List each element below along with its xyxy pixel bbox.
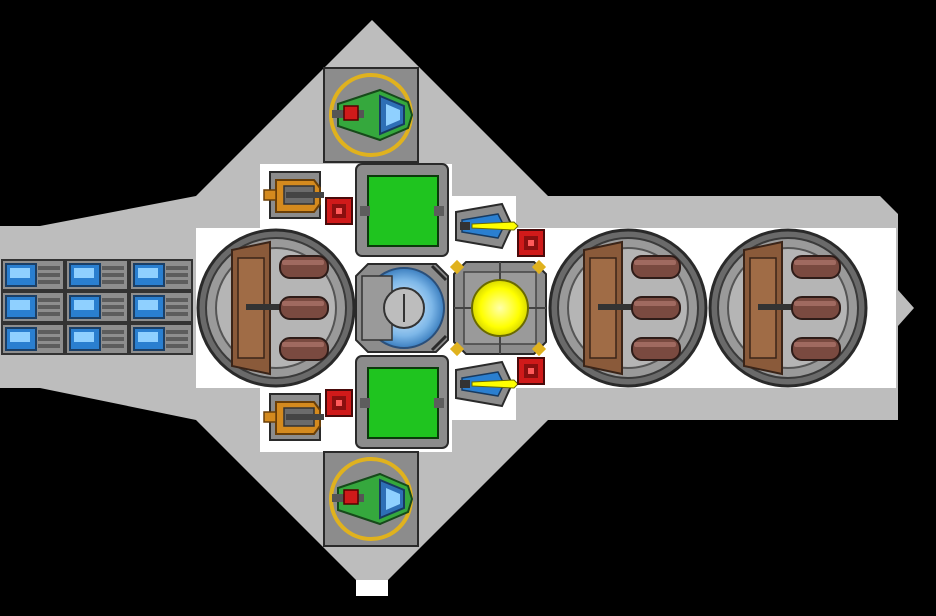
cargo-drum-icon[interactable]: [708, 228, 868, 388]
red-switch-icon[interactable]: [517, 229, 545, 257]
orange-turret-bottom[interactable]: [263, 393, 325, 441]
drone-bay-bottom[interactable]: [322, 450, 420, 548]
drone-bay-top[interactable]: [322, 66, 420, 164]
battery-bank[interactable]: [1, 259, 193, 355]
shield-pod-icon[interactable]: [355, 263, 449, 353]
orange-turret-top[interactable]: [263, 171, 325, 219]
red-switch-icon[interactable]: [325, 389, 353, 417]
green-room-bottom[interactable]: [355, 355, 449, 449]
reactor-core-icon[interactable]: [449, 259, 547, 357]
cargo-drum-icon[interactable]: [196, 228, 356, 388]
door-diagonal[interactable]: [430, 264, 448, 352]
green-room-top[interactable]: [355, 163, 449, 257]
red-switch-icon[interactable]: [325, 197, 353, 225]
red-switch-icon[interactable]: [517, 357, 545, 385]
cargo-drum-icon[interactable]: [548, 228, 708, 388]
